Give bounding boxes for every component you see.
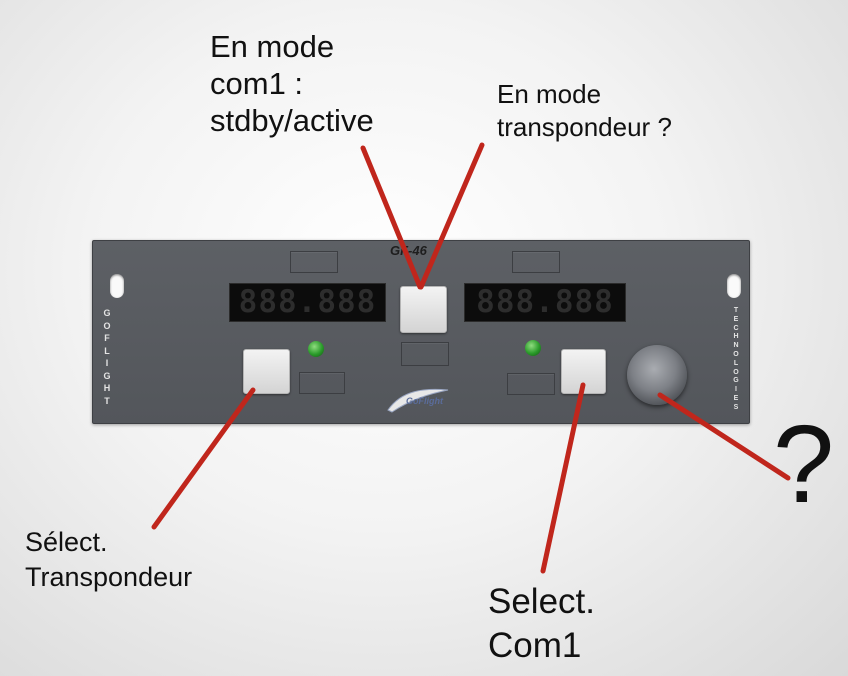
brand-letter: H [733,333,739,341]
top-slot-right [512,251,560,273]
annotation-transponder-mode: En mode transpondeur ? [497,79,672,142]
brand-letter: O [733,368,739,376]
com1-select-button[interactable] [561,349,606,394]
slot-right-lower [507,373,555,395]
brand-letter: I [105,358,109,368]
brand-letter: N [733,342,739,350]
annotation-select-transponder: Sélect. Transpondeur [25,527,193,593]
brand-letter: S [733,403,739,411]
brand-letter: O [733,350,739,358]
brand-letter: G [103,370,111,381]
logo-swoosh [387,388,449,413]
model-label: GF-46 [390,243,427,258]
annotation-select-com1: Select. Com1 [488,582,595,665]
brand-letter: T [104,395,110,406]
brand-letter: O [103,320,111,331]
annotation-com1-mode: En mode com1 : stdby/active [210,29,374,139]
logo-text: GoFlight [406,396,444,406]
brand-letter: H [103,383,111,393]
brand-letter: T [733,307,739,314]
left-frequency-display: 888.888 [229,283,386,322]
brand-letter: I [735,386,737,394]
rotary-knob[interactable] [627,345,687,405]
led-right [525,340,541,356]
slot-left-lower [299,372,345,394]
right-frequency-display: 888.888 [464,283,626,322]
annotation-knob-question: ? [773,403,835,526]
center-swap-button[interactable] [400,286,447,333]
led-left [308,341,324,357]
brand-letter: L [733,359,739,367]
goflight-logo: GoFlight [387,388,449,413]
brand-letter: E [733,315,739,323]
brand-letter: E [733,394,739,402]
top-slot-left [290,251,338,273]
brand-letter: G [733,377,739,385]
brand-letter: F [104,333,110,343]
center-slot [401,342,449,366]
mounting-hole-right [727,274,741,298]
transponder-select-button[interactable] [243,349,290,394]
mounting-hole-left [110,274,124,298]
brand-letter: G [103,308,111,318]
brand-letter: C [733,324,739,332]
brand-letter: L [104,345,110,356]
